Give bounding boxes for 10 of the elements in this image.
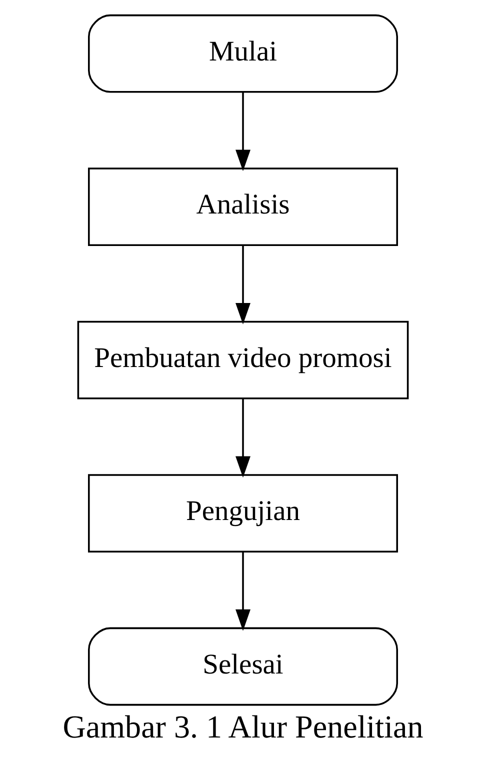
caption: Gambar 3. 1 Alur Penelitian	[62, 708, 423, 745]
node-box: Analisis	[88, 168, 398, 246]
arrow	[235, 552, 250, 631]
node-box: Pengujian	[88, 474, 398, 552]
node-box: Selesai	[88, 627, 398, 706]
arrow	[235, 92, 250, 172]
node-box: Mulai	[88, 14, 398, 93]
node-box: Pembuatan video promosi	[76, 320, 408, 400]
arrow	[235, 246, 250, 324]
arrow	[235, 398, 250, 478]
